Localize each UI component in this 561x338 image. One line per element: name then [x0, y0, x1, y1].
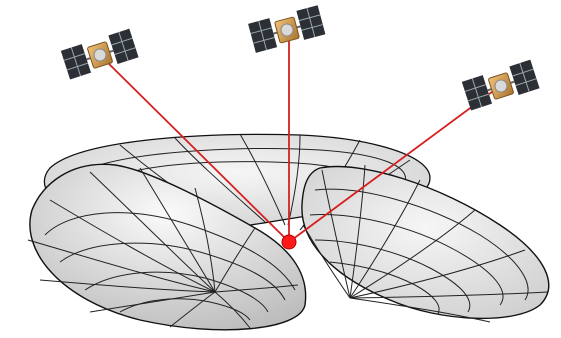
- satellite-icon: [248, 5, 325, 53]
- satellite-icon: [61, 29, 139, 80]
- right-surface: [302, 165, 549, 322]
- satellite-icon: [462, 60, 540, 111]
- receiver-point-icon: [282, 235, 296, 249]
